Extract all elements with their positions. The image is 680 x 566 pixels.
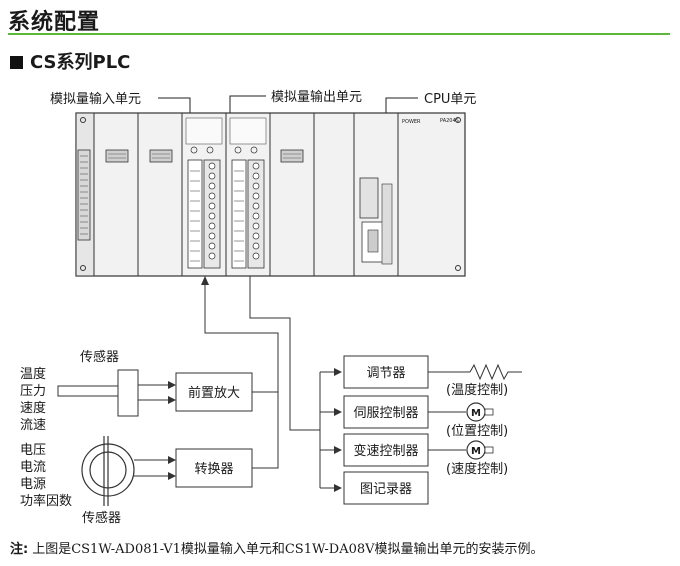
converter-label: 转换器 <box>194 462 233 477</box>
sensor-input-speed: 速度 <box>20 400 46 416</box>
footnote-prefix: 注: <box>10 542 29 557</box>
plc-rack: POWER PA204S <box>75 112 466 277</box>
output-arrow-heads <box>334 368 342 492</box>
servo-motor-icon: M <box>466 402 494 422</box>
output-branch-lines <box>320 371 336 489</box>
sensor-1-wires <box>138 384 170 401</box>
footnote-text: 上图是CS1W-AD081-V1模拟量输入单元和CS1W-DA08V模拟量输出单… <box>32 542 544 557</box>
current-transformer-icon <box>81 436 135 506</box>
recorder-block <box>343 471 429 505</box>
sensor-input-current: 电流 <box>20 460 46 475</box>
sensor-input-pressure: 压力 <box>20 384 46 399</box>
sensor-caption-2: 传感器 <box>82 510 121 526</box>
servo-controller-block <box>343 395 429 429</box>
sensor-1-arrow-heads <box>168 381 176 404</box>
output-temperature-label: (温度控制) <box>446 382 508 398</box>
sensor-2-wires <box>134 459 170 477</box>
regulator-label: 调节器 <box>366 366 405 381</box>
sensor-input-temperature: 温度 <box>20 366 46 382</box>
sensor-probe-icon <box>57 369 139 417</box>
input-arrow-head <box>201 276 209 285</box>
power-unit: POWER PA204S <box>402 118 459 125</box>
callout-analog-input-label: 模拟量输入单元 <box>50 91 141 107</box>
title-underline <box>8 33 670 35</box>
callout-cpu-label: CPU单元 <box>424 92 476 107</box>
recorder-label: 图记录器 <box>360 482 412 497</box>
section-heading: CS系列PLC <box>10 48 130 74</box>
square-bullet-icon <box>10 56 23 69</box>
sensor-caption-1: 传感器 <box>80 349 119 365</box>
servo-controller-label: 伺服控制器 <box>353 406 418 421</box>
analog-input-module <box>185 117 223 269</box>
sensor-input-voltage: 电压 <box>20 443 46 458</box>
module-wiring <box>204 276 321 488</box>
sensor-input-power-source: 电源 <box>20 477 46 492</box>
inverter-motor-letter: M <box>471 446 481 457</box>
power-model-label: PA204S <box>440 118 459 124</box>
converter-wire <box>252 430 279 469</box>
analog-output-module <box>229 117 267 269</box>
heater-resistor-icon <box>428 363 522 381</box>
servo-motor-letter: M <box>471 408 481 419</box>
inverter-motor-icon: M <box>466 440 494 460</box>
sensor-input-power-factor: 功率因数 <box>20 493 72 509</box>
callout-leader-lines <box>158 95 418 113</box>
output-speed-label: (速度控制) <box>446 461 508 477</box>
callout-analog-output-label: 模拟量输出单元 <box>271 89 362 105</box>
sensor-2-arrow-heads <box>168 456 176 480</box>
section-heading-label: CS系列PLC <box>30 52 131 73</box>
inverter-label: 变速控制器 <box>353 443 418 459</box>
output-position-label: (位置控制) <box>446 424 508 439</box>
footnote: 注:上图是CS1W-AD081-V1模拟量输入单元和CS1W-DA08V模拟量输… <box>10 538 544 557</box>
power-label: POWER <box>402 119 421 125</box>
preamp-label: 前置放大 <box>188 385 240 401</box>
cpu-unit <box>359 177 393 265</box>
sensor-input-flow: 流速 <box>20 418 46 433</box>
preamp-block <box>175 372 253 412</box>
inverter-block <box>343 433 429 467</box>
page-title: 系统配置 <box>8 10 101 35</box>
